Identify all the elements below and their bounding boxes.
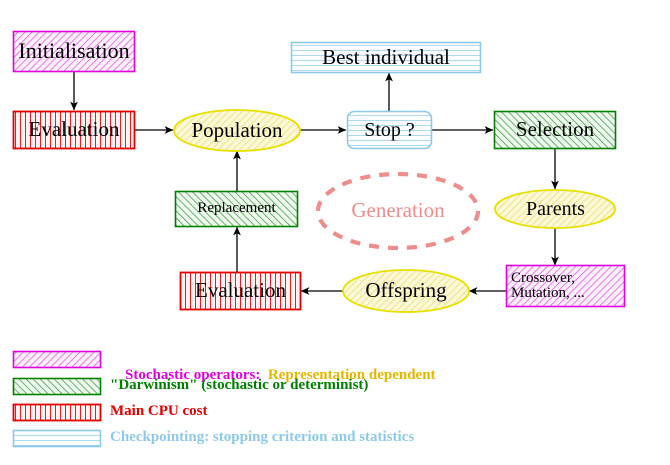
legend-stochastic-secondary: Representation dependent <box>267 367 436 383</box>
node-offspring[interactable] <box>342 269 470 313</box>
node-evaluation-bottom[interactable] <box>179 271 302 311</box>
legend-text-checkpointing: Checkpointing: stopping criterion and st… <box>110 429 415 445</box>
node-generation <box>315 171 481 251</box>
node-best-individual[interactable] <box>290 41 482 74</box>
node-population[interactable] <box>173 109 301 152</box>
legend-swatch-stochastic-operators <box>12 350 102 369</box>
node-selection[interactable] <box>493 110 617 150</box>
node-parents[interactable] <box>494 189 616 229</box>
legend-swatch-darwinism <box>12 377 102 396</box>
legend-text-stochastic-operators: Stochastic operators: Representation dep… <box>110 350 436 401</box>
legend-stochastic-primary: Stochastic operators: <box>125 367 261 383</box>
legend-swatch-checkpointing <box>12 429 102 448</box>
legend-swatch-main-cpu-cost <box>12 403 102 422</box>
node-initialisation[interactable] <box>12 30 136 73</box>
node-replacement[interactable] <box>174 190 299 228</box>
legend-text-darwinism: "Darwinism" (stochastic or determinist) <box>110 377 369 393</box>
edge-layer <box>70 72 559 295</box>
node-evaluation-top[interactable] <box>12 110 136 150</box>
node-stop[interactable] <box>346 110 433 150</box>
legend-text-main-cpu-cost: Main CPU cost <box>110 403 208 419</box>
node-crossover-mutation[interactable] <box>505 264 626 308</box>
